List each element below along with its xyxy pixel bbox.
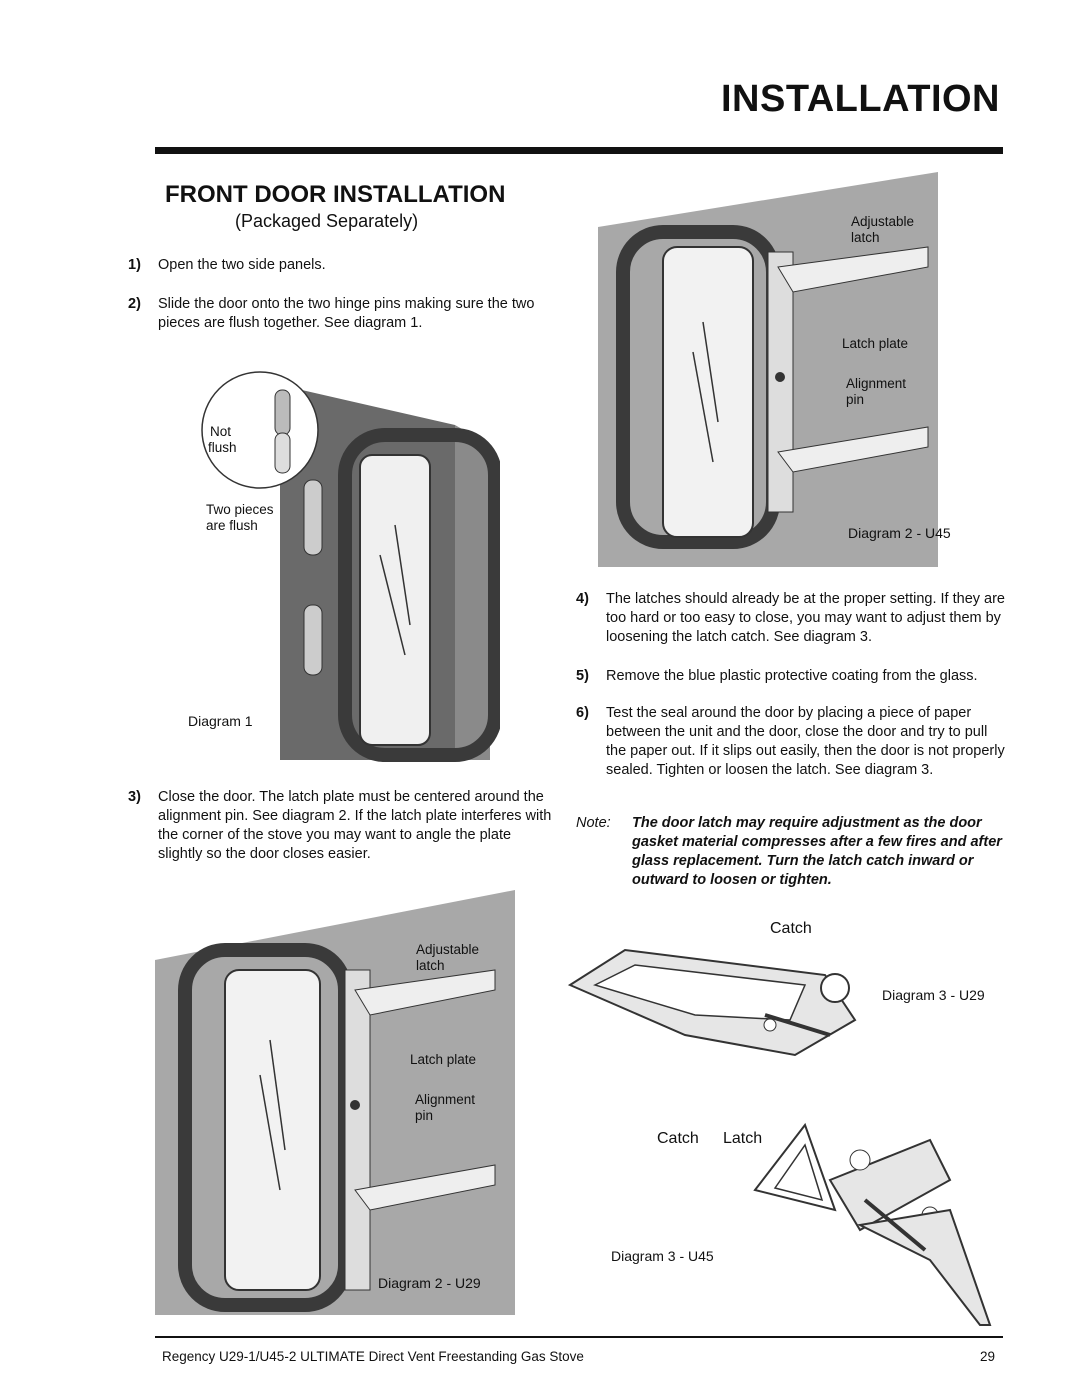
step-text: Close the door. The latch plate must be … <box>158 789 552 862</box>
diagram-1-callout-flush: flush <box>208 440 237 455</box>
diagram-2-u29-caption: Diagram 2 - U29 <box>378 1275 481 1291</box>
section-subtitle: (Packaged Separately) <box>235 211 419 231</box>
diagram-2-u29-callout-latch-plate: Latch plate <box>410 1052 477 1067</box>
diagram-1-callout-are-flush: are flush <box>206 518 258 533</box>
diagram-3-u45-caption: Diagram 3 - U45 <box>611 1248 714 1264</box>
diagram-2-u29-callout-adjustable: Adjustable <box>416 942 480 957</box>
page-header-title: INSTALLATION <box>721 78 1000 120</box>
step-number: 5) <box>576 668 589 684</box>
step-number: 1) <box>128 257 141 273</box>
diagram-3-u45-callout-latch: Latch <box>723 1130 763 1147</box>
step-text: Slide the door onto the two hinge pins m… <box>158 296 535 331</box>
step-text: Remove the blue plastic protective coati… <box>606 668 978 684</box>
diagram-2-u29-callout-latch: latch <box>416 958 445 973</box>
diagram-3-u29-illustration <box>567 948 857 1057</box>
step-text: Open the two side panels. <box>158 257 326 273</box>
diagram-2-u29-callout-alignment: Alignment <box>415 1092 476 1107</box>
diagram-2-u45-callout-latch-plate: Latch plate <box>842 336 909 351</box>
note-label: Note: <box>576 815 611 831</box>
header-rule <box>155 147 1003 154</box>
diagram-2-u29-illustration <box>155 890 515 1315</box>
page-number: 29 <box>980 1349 996 1364</box>
diagram-2-u45-caption: Diagram 2 - U45 <box>848 525 951 541</box>
section-title: FRONT DOOR INSTALLATION <box>165 181 506 208</box>
note-text: The door latch may require adjustment as… <box>632 815 1002 888</box>
diagram-1-illustration <box>201 371 500 762</box>
diagram-2-u45-callout-alignment: Alignment <box>846 376 907 391</box>
footer-rule <box>155 1336 1003 1338</box>
step-number: 6) <box>576 705 589 721</box>
step-number: 4) <box>576 591 589 607</box>
diagram-3-u45-callout-catch: Catch <box>657 1130 699 1147</box>
footer-text: Regency U29-1/U45-2 ULTIMATE Direct Vent… <box>162 1349 584 1364</box>
diagram-1-callout-two-pieces: Two pieces <box>206 502 274 517</box>
diagram-3-u29-callout-catch: Catch <box>770 920 812 937</box>
diagram-2-u45-illustration <box>598 172 938 567</box>
diagram-2-u45-callout-latch: latch <box>851 230 880 245</box>
step-text: The latches should already be at the pro… <box>606 591 1005 645</box>
diagram-3-u29-caption: Diagram 3 - U29 <box>882 987 985 1003</box>
step-number: 3) <box>128 789 141 805</box>
step-number: 2) <box>128 296 141 312</box>
diagram-2-u45-callout-adjustable: Adjustable <box>851 214 915 229</box>
diagram-2-u29-callout-pin: pin <box>415 1108 434 1123</box>
step-text: Test the seal around the door by placing… <box>606 705 1005 778</box>
diagram-1-callout-not: Not <box>210 424 232 439</box>
diagram-3-u45-illustration <box>753 1122 992 1326</box>
diagram-2-u45-callout-pin: pin <box>846 392 865 407</box>
diagram-1-caption: Diagram 1 <box>188 713 253 729</box>
